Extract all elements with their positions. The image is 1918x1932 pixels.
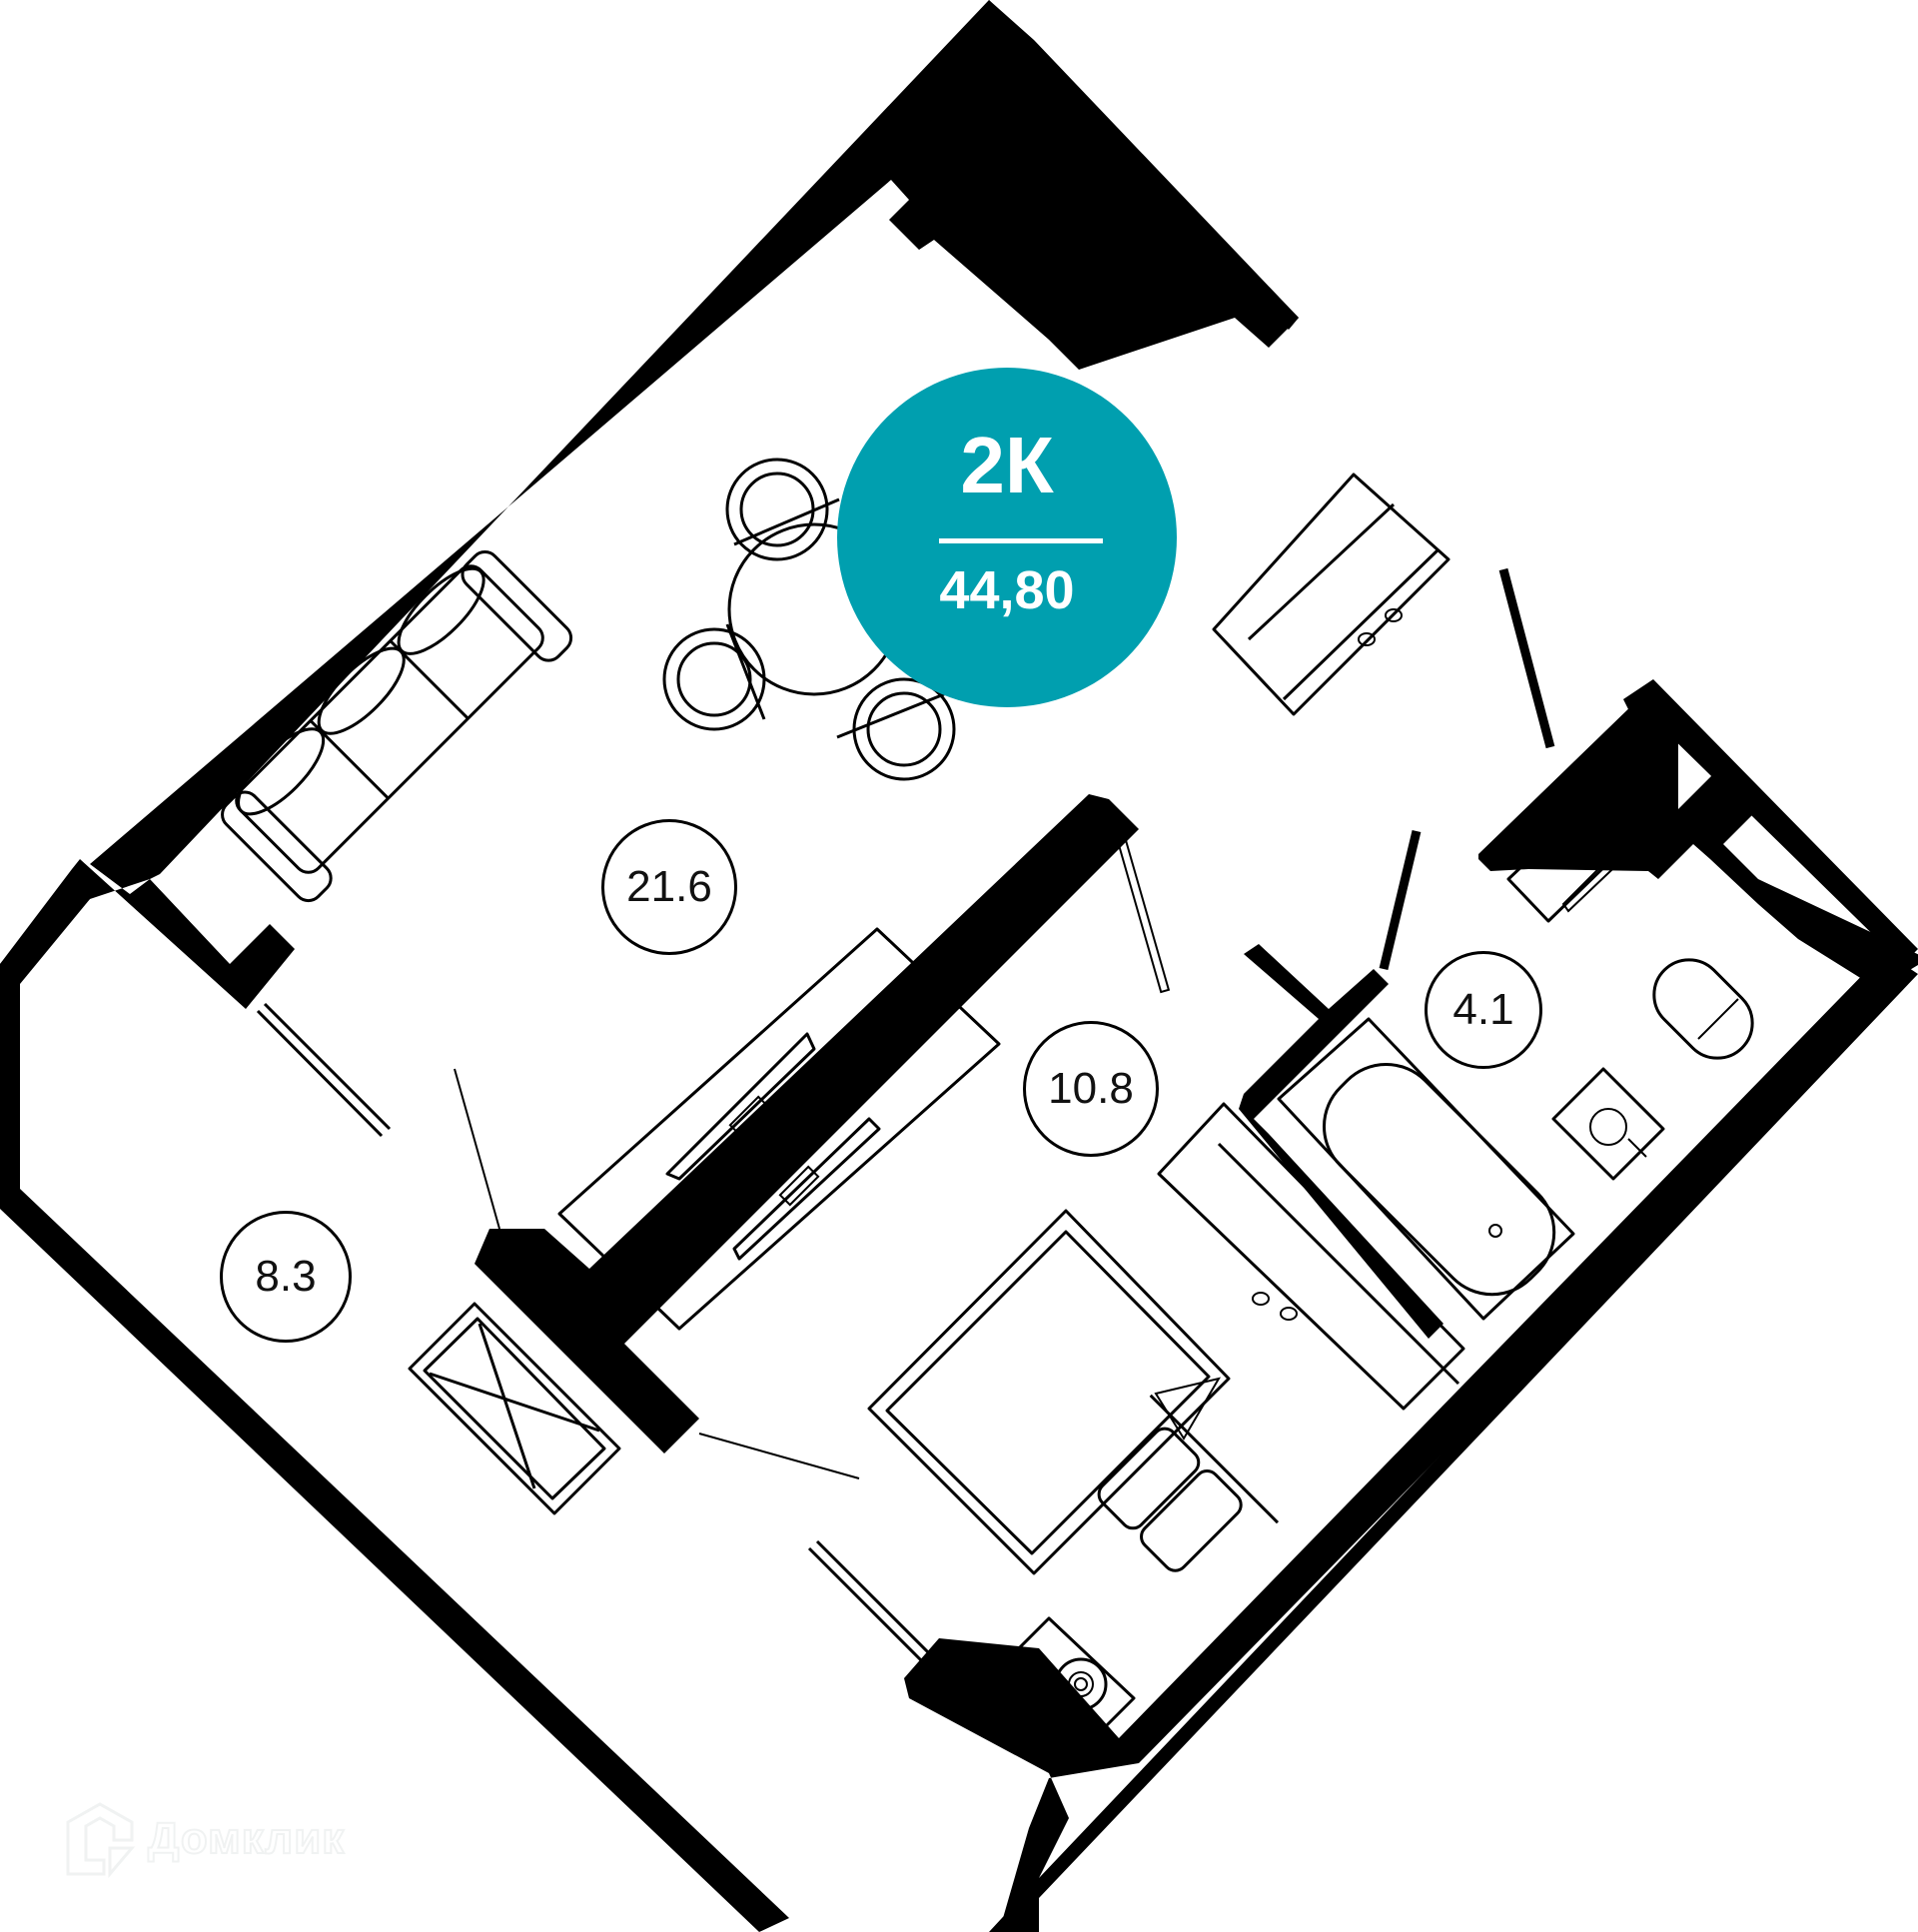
door-living xyxy=(454,1068,500,1230)
washing-machine-icon xyxy=(997,1616,1136,1750)
room-area-value: 4.1 xyxy=(1452,985,1514,1034)
window-hallway xyxy=(256,1002,392,1138)
door-bedroom xyxy=(1115,834,1171,994)
kitchen-worktop-icon xyxy=(1157,1102,1465,1411)
badge-divider xyxy=(939,538,1103,543)
chair-icon xyxy=(662,623,766,731)
house-logo-icon xyxy=(66,1802,136,1878)
wardrobe-icon xyxy=(1212,473,1450,716)
cabinet-icon xyxy=(1506,787,1645,923)
bed-icon xyxy=(867,1209,1231,1575)
toilet-icon xyxy=(1652,958,1754,1060)
room-area-living: 21.6 xyxy=(601,819,737,955)
room-area-value: 10.8 xyxy=(1048,1064,1134,1113)
stove-icon xyxy=(1097,1394,1280,1572)
room-area-bathroom: 4.1 xyxy=(1425,951,1542,1069)
sink-icon xyxy=(1551,1067,1665,1181)
shaft-icon xyxy=(408,1302,621,1515)
door-bathroom xyxy=(1379,829,1422,971)
chair-icon xyxy=(725,458,840,561)
dining-table-icon xyxy=(662,458,956,781)
sofa-icon xyxy=(221,550,573,903)
apartment-badge: 2К 44,80 xyxy=(837,368,1177,707)
bathtub-icon xyxy=(1277,1017,1575,1321)
apartment-type: 2К xyxy=(960,421,1054,509)
brand-name: Домклик xyxy=(147,1813,346,1864)
window-kitchen xyxy=(807,1539,941,1672)
room-area-value: 8.3 xyxy=(255,1252,317,1301)
room-area-value: 21.6 xyxy=(626,862,712,911)
chair-icon xyxy=(836,677,956,781)
room-area-bedroom: 10.8 xyxy=(1023,1021,1159,1157)
tv-unit-icon xyxy=(557,927,1001,1331)
door-kitchen xyxy=(698,1433,860,1479)
apartment-total-area: 44,80 xyxy=(939,560,1075,620)
domclick-watermark: Домклик xyxy=(64,1800,345,1878)
room-area-hallway: 8.3 xyxy=(220,1211,352,1343)
door-balcony xyxy=(1498,567,1555,749)
